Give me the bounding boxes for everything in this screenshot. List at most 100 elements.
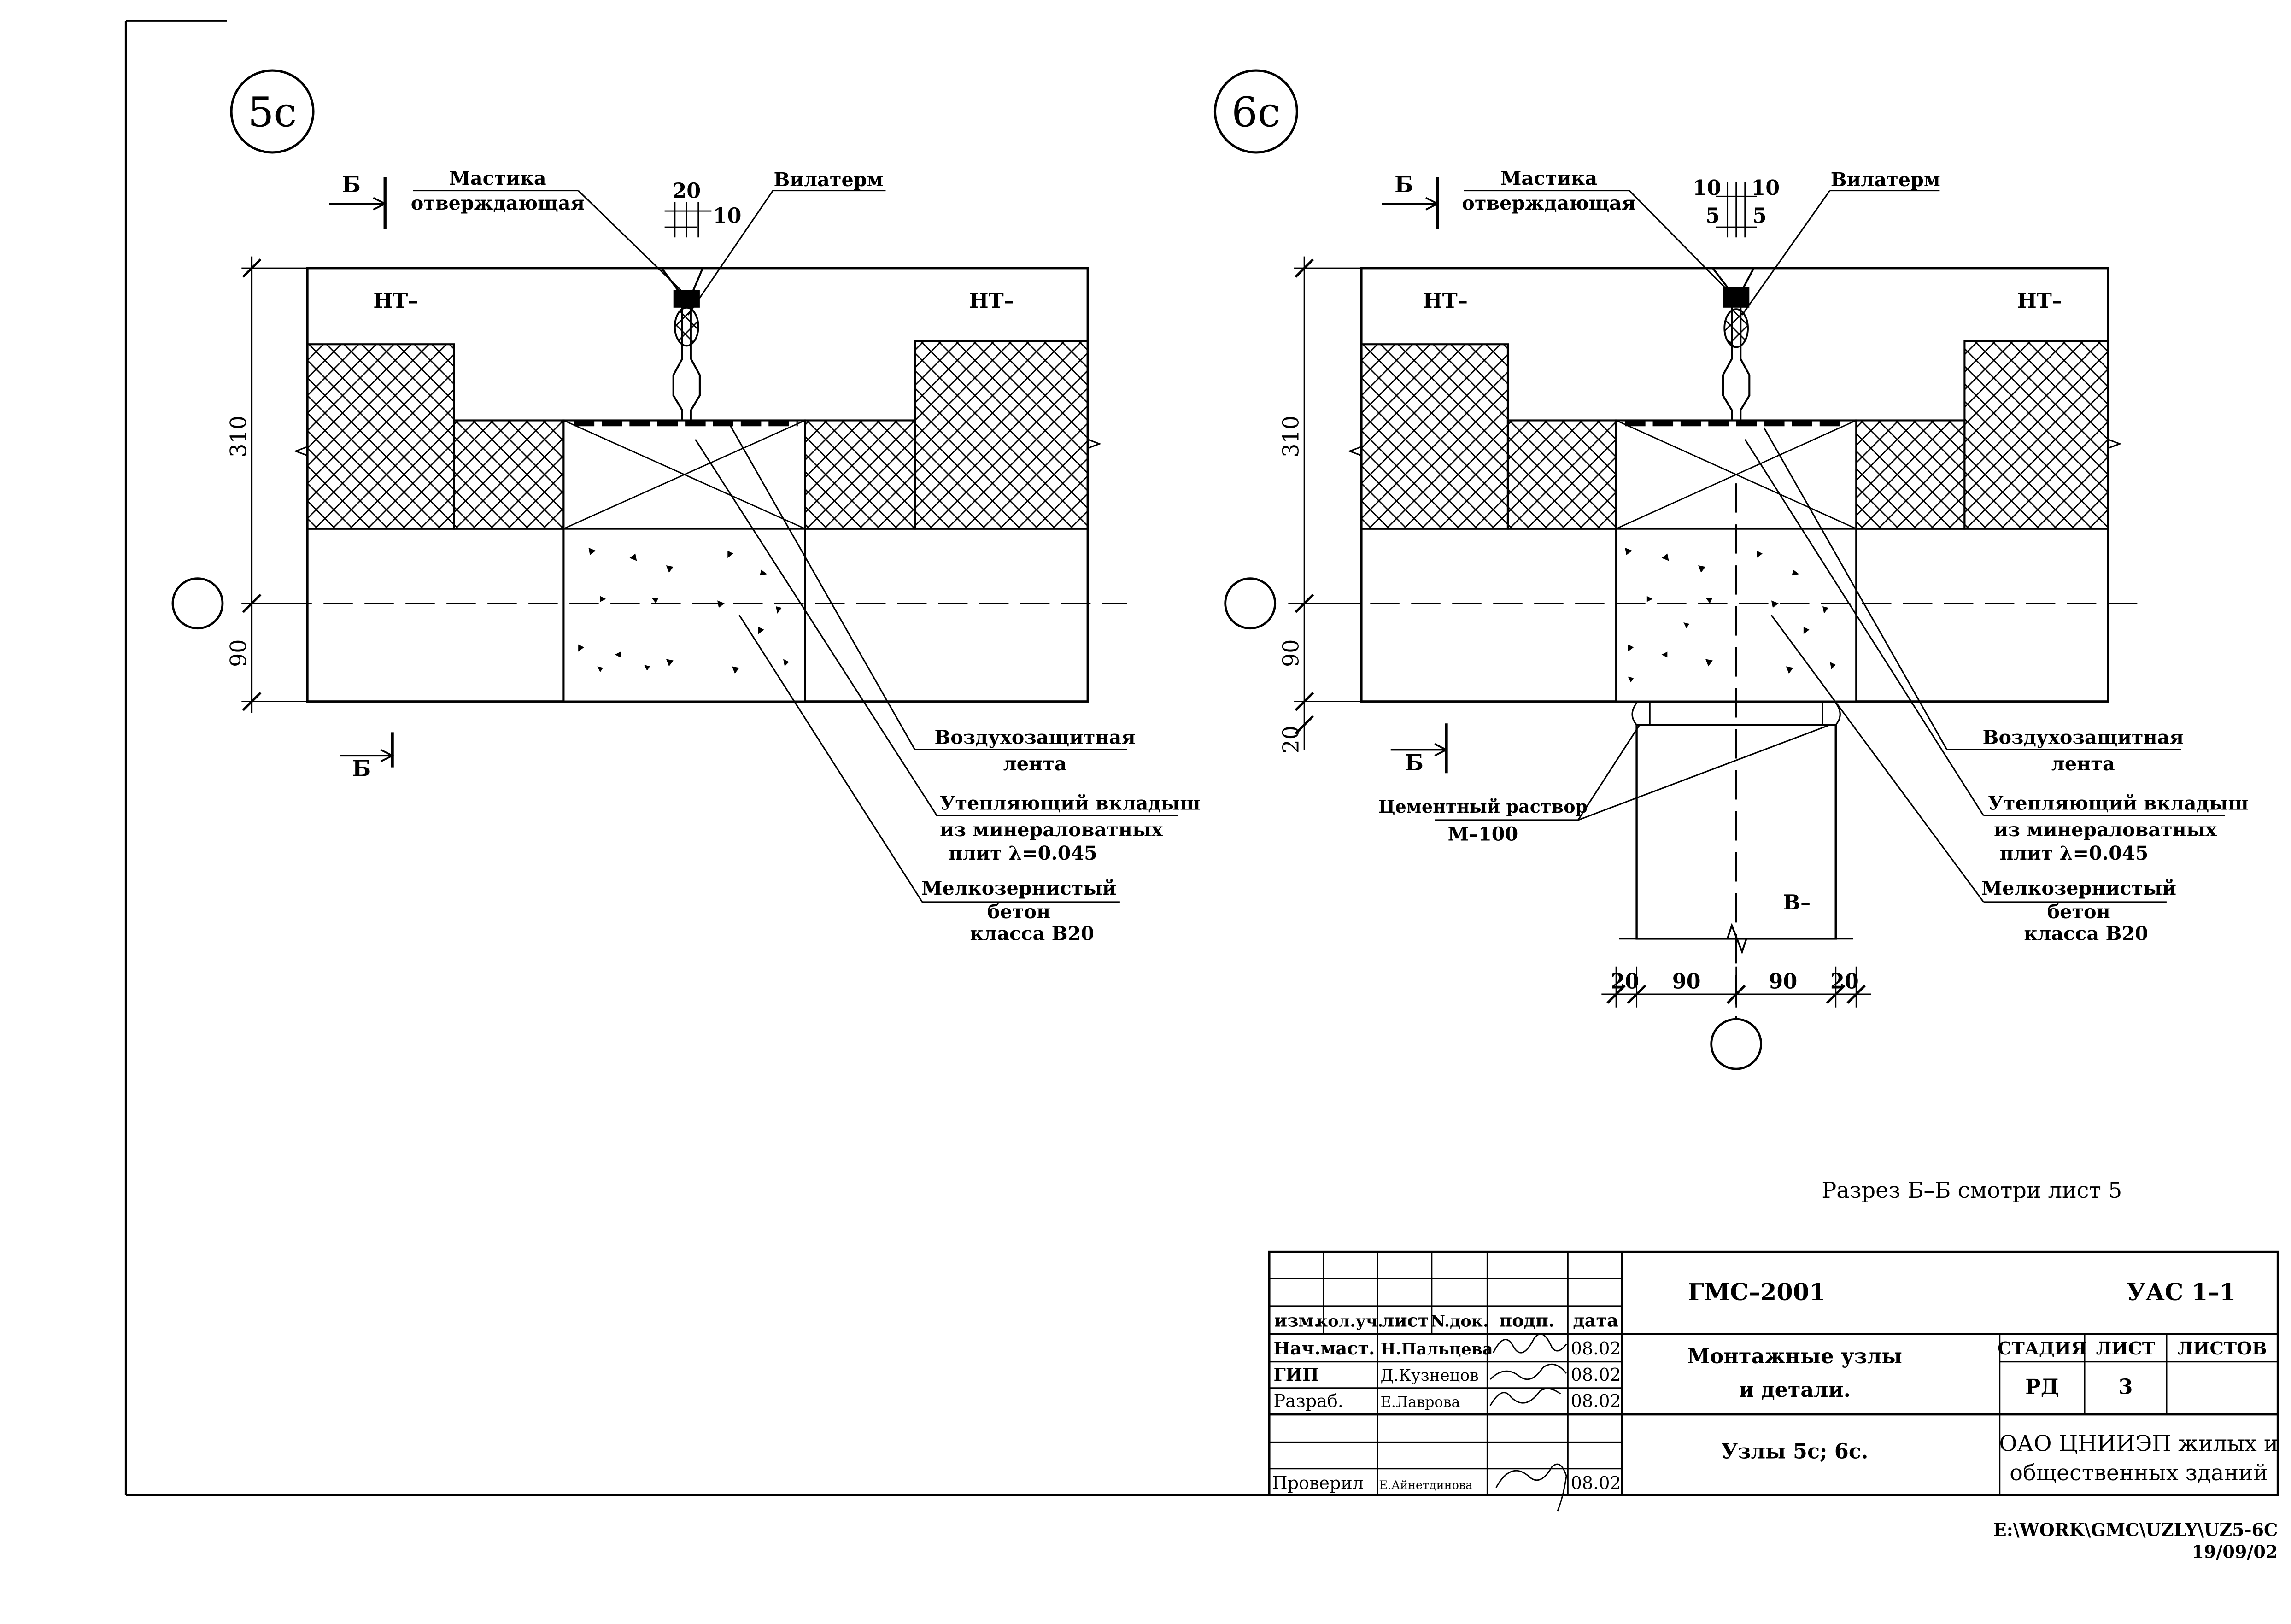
insulation-block	[306, 343, 455, 530]
svg-text:N.док.: N.док.	[1430, 1312, 1488, 1331]
detail-marker-label: 5с	[248, 88, 297, 136]
svg-text:90: 90	[1279, 639, 1304, 667]
svg-text:СТАДИЯ: СТАДИЯ	[1998, 1338, 2086, 1359]
svg-text:из минераловатных: из минераловатных	[1994, 818, 2217, 841]
vilaterm-label: Вилатерм	[774, 168, 884, 191]
svg-text:20: 20	[1279, 726, 1304, 754]
panel-label-right: НТ–	[2017, 289, 2062, 313]
svg-text:изм.: изм.	[1274, 1310, 1320, 1331]
svg-text:ГИП: ГИП	[1274, 1364, 1319, 1385]
sheet-title: Узлы 5с; 6с.	[1721, 1439, 1868, 1463]
insert-label: Утепляющий вкладыш	[940, 792, 1201, 815]
section-note: Разрез Б–Б смотри лист 5	[1822, 1178, 2122, 1203]
svg-text:бетон: бетон	[2047, 900, 2110, 923]
file-date: 19/09/02	[2191, 1542, 2278, 1562]
svg-text:Д.Кузнецов: Д.Кузнецов	[1381, 1366, 1479, 1385]
insulation-block	[1963, 340, 2109, 530]
concrete-aggregate	[578, 547, 789, 674]
insulation-block	[1360, 343, 1509, 530]
svg-text:РД: РД	[2025, 1375, 2059, 1399]
concrete-aggregate	[1625, 547, 1836, 683]
title-block: изм. кол.уч. лист N.док. подп. дата Нач.…	[1268, 1250, 2279, 1512]
column-label: В–	[1783, 891, 1811, 915]
svg-text:подп.: подп.	[1499, 1310, 1554, 1331]
insulation-block	[914, 340, 1089, 530]
detail-marker-5c	[230, 69, 315, 154]
svg-text:ЛИСТ: ЛИСТ	[2096, 1338, 2155, 1359]
insulation-block	[1506, 419, 1617, 530]
svg-text:08.02: 08.02	[1571, 1391, 1621, 1411]
svg-text:общественных зданий: общественных зданий	[2010, 1460, 2268, 1486]
svg-text:310: 310	[1279, 416, 1304, 457]
insert-label: Утепляющий вкладыш	[1988, 792, 2249, 815]
svg-text:дата: дата	[1573, 1310, 1618, 1331]
svg-text:Разраб.: Разраб.	[1274, 1391, 1343, 1411]
svg-text:08.02: 08.02	[1571, 1338, 1621, 1359]
svg-text:90: 90	[226, 639, 252, 667]
detail-5c: 5с Б Б	[171, 69, 1201, 945]
dimension-bottom: 20 90 90 20	[1601, 966, 1871, 1008]
insulation-block	[453, 419, 565, 530]
svg-text:20: 20	[672, 179, 701, 203]
svg-text:Е.Лаврова: Е.Лаврова	[1381, 1394, 1460, 1411]
concrete-fill	[562, 528, 806, 703]
panel-label-left: НТ–	[373, 289, 418, 313]
dimension-vertical: 310 90 20	[1279, 256, 1362, 754]
svg-text:Б: Б	[1395, 172, 1413, 198]
signature	[1489, 1333, 1567, 1512]
svg-text:90: 90	[1672, 969, 1701, 993]
dimension-top: 10 10 5 5	[1693, 176, 1780, 238]
svg-text:Е.Айнетдинова: Е.Айнетдинова	[1379, 1478, 1472, 1492]
svg-text:лист: лист	[1382, 1310, 1429, 1331]
svg-text:3: 3	[2118, 1375, 2133, 1399]
panel-label-left: НТ–	[1423, 289, 1468, 313]
mastic-seal	[673, 290, 700, 308]
detail-marker-6c	[1213, 69, 1298, 154]
svg-text:08.02: 08.02	[1571, 1365, 1621, 1385]
air-tape-label: Воздухозащитная	[1983, 726, 2184, 749]
svg-text:Б: Б	[1405, 750, 1424, 776]
file-path: E:\WORK\GMC\UZLY\UZ5-6C	[1993, 1519, 2278, 1540]
section-mark-top: Б	[329, 172, 387, 229]
svg-text:6с: 6с	[1231, 88, 1280, 136]
drawing-title: Монтажные узлы	[1687, 1344, 1902, 1368]
svg-text:5: 5	[1752, 204, 1767, 228]
concrete-label: Мелкозернистый	[921, 877, 1117, 899]
section-mark-top: Б	[1382, 172, 1440, 229]
svg-text:кол.уч.: кол.уч.	[1316, 1312, 1383, 1331]
mastic-label: Мастика	[1500, 167, 1597, 189]
svg-text:90: 90	[1769, 969, 1797, 993]
section-mark-bottom: Б	[1390, 723, 1448, 776]
document-code: УАС 1–1	[2127, 1278, 2236, 1306]
svg-text:класса B20: класса B20	[2024, 922, 2148, 945]
section-mark-bottom: Б	[340, 732, 394, 782]
mortar-label: Цементный раствор	[1378, 796, 1588, 817]
svg-text:5: 5	[1705, 204, 1720, 228]
svg-text:Нач.маст.: Нач.маст.	[1274, 1338, 1375, 1359]
svg-text:310: 310	[226, 416, 252, 457]
svg-text:отверждающая: отверждающая	[411, 192, 585, 214]
detail-6c: 6с Б Б	[1213, 69, 2249, 1070]
svg-text:10: 10	[1693, 176, 1721, 200]
svg-text:10: 10	[713, 204, 742, 228]
panel-label-right: НТ–	[969, 289, 1014, 313]
sheet-frame	[124, 20, 2278, 1496]
dimension-top: 20 10	[664, 179, 742, 238]
organization: ОАО ЦНИИЭП жилых и	[1999, 1431, 2278, 1457]
svg-text:ЛИСТОВ: ЛИСТОВ	[2178, 1338, 2267, 1359]
svg-text:и детали.: и детали.	[1739, 1378, 1851, 1402]
concrete-label: Мелкозернистый	[1981, 877, 2176, 899]
air-tape-label: Воздухозащитная	[934, 726, 1135, 749]
mastic-label: Мастика	[449, 167, 546, 189]
svg-text:20: 20	[1611, 969, 1639, 993]
axis-bubble	[171, 577, 224, 630]
project-code: ГМС–2001	[1688, 1278, 1826, 1306]
svg-text:Б: Б	[342, 172, 361, 198]
mastic-seal	[1723, 287, 1750, 308]
svg-text:20: 20	[1830, 969, 1859, 993]
dimension-vertical: 310 90	[226, 256, 308, 714]
svg-text:плит λ=0.045: плит λ=0.045	[949, 842, 1097, 864]
axis-bubble	[1224, 577, 1277, 630]
svg-text:лента: лента	[1003, 752, 1067, 775]
